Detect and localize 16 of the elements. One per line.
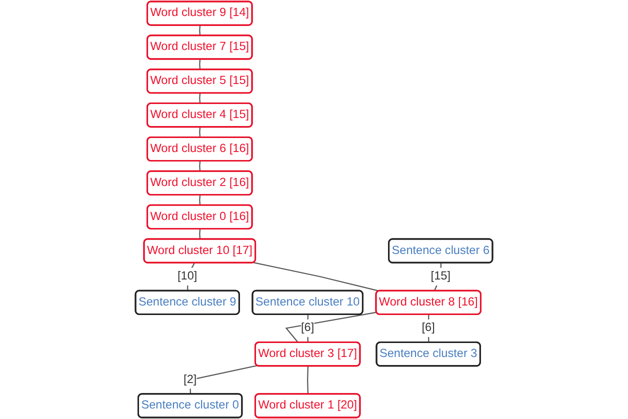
connector [199, 59, 201, 70]
connector [434, 262, 442, 292]
connector [199, 127, 201, 138]
edge-label: [10] [178, 270, 198, 283]
edge-label: [2] [184, 373, 197, 386]
edge-label: [15] [430, 270, 450, 283]
connector [199, 195, 201, 206]
connector [199, 161, 201, 172]
connector [307, 366, 308, 394]
connector [199, 25, 201, 36]
connector [199, 93, 201, 104]
edge-label: [6] [422, 322, 435, 334]
connector [199, 229, 201, 240]
connector [253, 262, 380, 292]
edge-label: [6] [301, 322, 314, 334]
connector [190, 365, 258, 394]
